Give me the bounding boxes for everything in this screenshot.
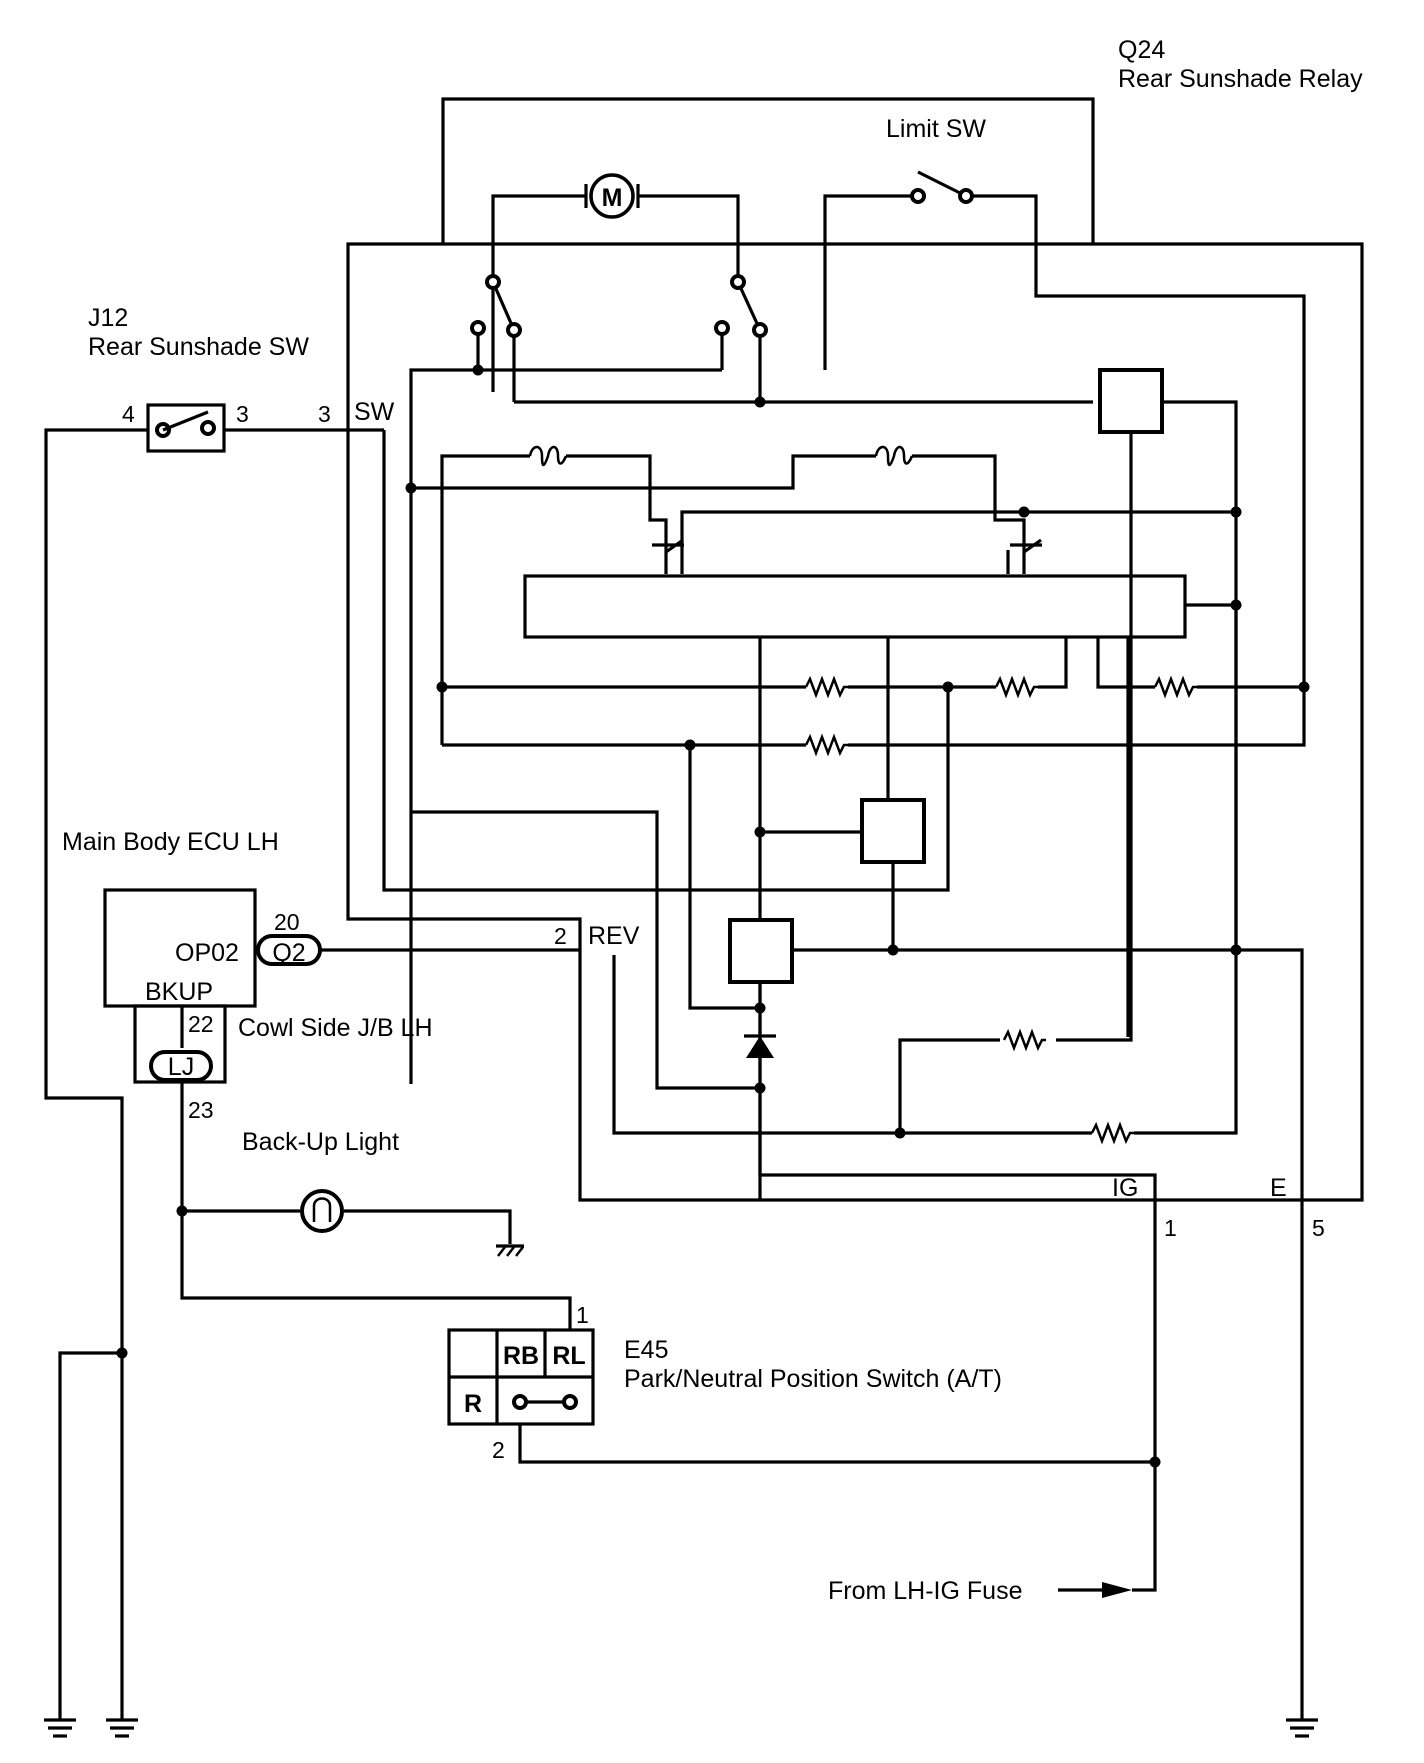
pin-jb-23: 23 [188, 1097, 214, 1123]
pin-pnp-1: 1 [576, 1302, 589, 1328]
ecu-name: Main Body ECU LH [62, 828, 279, 856]
relay-coil-left-icon [528, 445, 568, 467]
resistor-icon [1002, 1028, 1046, 1052]
relay-name: Rear Sunshade Relay [1118, 65, 1363, 93]
lj-connector [149, 1050, 213, 1082]
feed-arrow-icon [1058, 1582, 1132, 1598]
lj-connector-label: LJ [168, 1053, 194, 1081]
pin-relay-1: 1 [1164, 1215, 1177, 1241]
jb-name: Cowl Side J/B LH [238, 1014, 433, 1042]
resistor-icon [1153, 675, 1197, 699]
rear-sunshade-relay [346, 97, 1364, 1202]
diode-icon [744, 1034, 776, 1058]
pnp-cell-r: R [464, 1390, 482, 1418]
rear-sunshade-switch [146, 403, 226, 453]
terminal-e: E [1270, 1174, 1287, 1202]
back-up-light-icon [300, 1189, 344, 1233]
motor-symbol: M [602, 184, 623, 212]
pin-jb-22: 22 [188, 1011, 214, 1037]
relay-switch-right-icon [714, 274, 768, 402]
pin-sw-3: 3 [236, 401, 249, 427]
pnp-cell-rl: RL [552, 1342, 585, 1370]
control-ic-block [523, 574, 1187, 639]
ground-icon [44, 1718, 76, 1738]
relay-logic-block [728, 918, 794, 984]
back-up-light-label: Back-Up Light [242, 1128, 399, 1156]
transistor-right-icon [1006, 538, 1042, 574]
ground-icon [106, 1718, 138, 1738]
resistor-icon [804, 675, 848, 699]
motor: M [491, 173, 740, 392]
q2-connector-label: Q2 [272, 939, 305, 967]
pin-sw-4: 4 [122, 401, 135, 427]
ecu-terminal-op02: OP02 [175, 939, 239, 967]
terminal-sw: SW [354, 398, 395, 426]
switch-code: J12 [88, 304, 128, 332]
resistor-icon [804, 733, 848, 757]
pin-relay-2: 2 [554, 923, 567, 949]
pin-ecu-20: 20 [274, 909, 300, 935]
chassis-ground-icon [496, 1244, 524, 1257]
pin-pnp-2: 2 [492, 1437, 505, 1463]
relay-logic-block [860, 798, 926, 864]
ecu-terminal-bkup: BKUP [145, 978, 213, 1006]
terminal-rev: REV [588, 922, 640, 950]
relay-coil-right-icon [874, 445, 914, 467]
limit-switch-icon [823, 170, 1306, 687]
switch-name: Rear Sunshade SW [88, 333, 309, 361]
terminal-ig: IG [1112, 1174, 1138, 1202]
transistor-left-icon [652, 510, 1236, 574]
relay-code: Q24 [1118, 36, 1165, 64]
limit-sw-label: Limit SW [886, 115, 986, 143]
pnp-name: Park/Neutral Position Switch (A/T) [624, 1365, 1002, 1393]
relay-switch-left-icon [470, 274, 522, 402]
pin-relay-3: 3 [318, 401, 331, 427]
pnp-cell-rb: RB [503, 1342, 539, 1370]
relay-logic-block [1098, 368, 1164, 434]
pin-relay-5: 5 [1312, 1215, 1325, 1241]
resistor-icon [994, 675, 1038, 699]
pnp-code: E45 [624, 1336, 668, 1364]
feed-label: From LH-IG Fuse [828, 1577, 1022, 1605]
junction-dots [116, 364, 1310, 1359]
ground-icon [1286, 1718, 1318, 1738]
resistor-icon [1090, 1121, 1134, 1145]
